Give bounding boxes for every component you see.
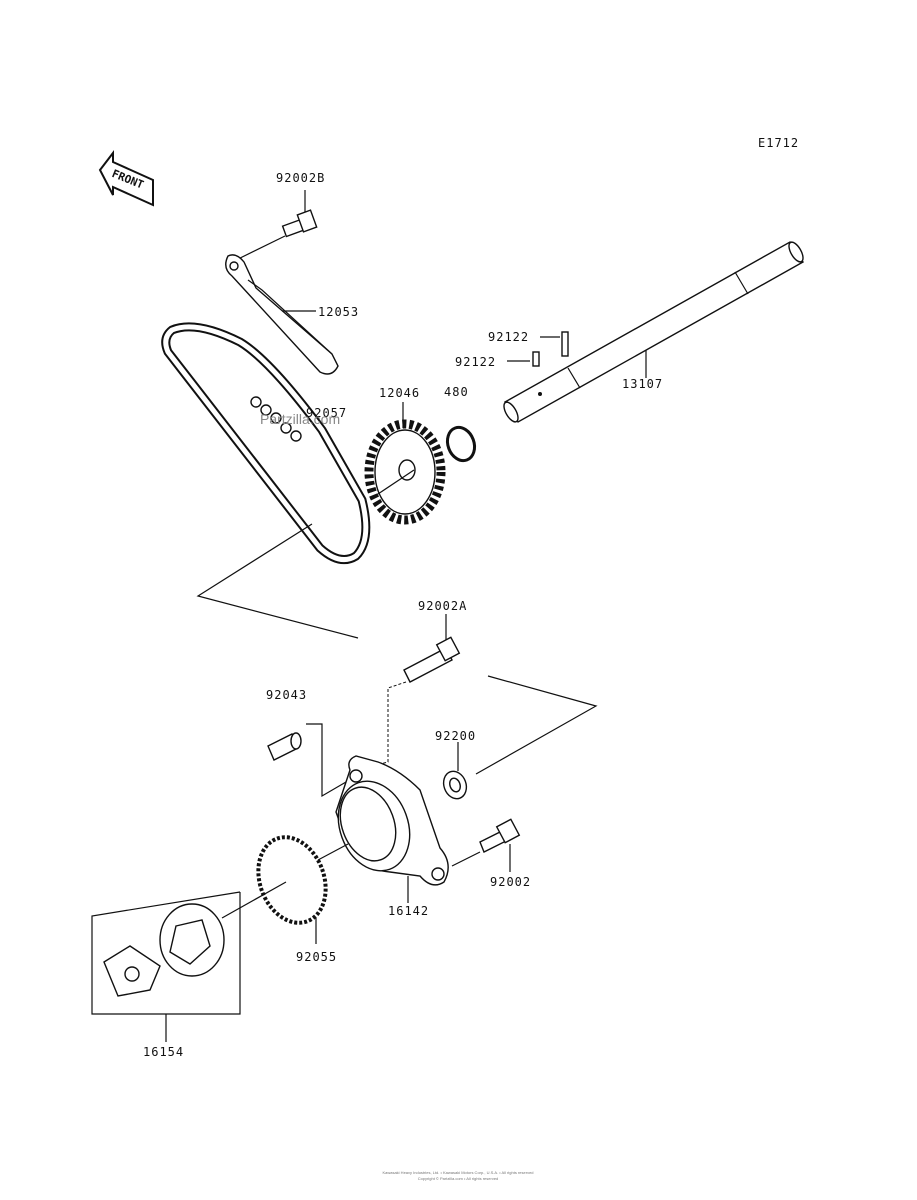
chain-link-92057-icon [250,396,302,442]
chain-guide-12053-icon [225,254,339,375]
label-92057: 92057 [306,406,347,420]
pin-92122-icon [507,331,569,367]
o-ring-92055-icon [256,835,349,944]
label-16142: 16142 [388,904,429,918]
label-92002B: 92002B [276,171,325,185]
bolt-92002A-icon [357,614,461,771]
label-92002: 92002 [490,875,531,889]
watermark-text: Partzilla.com [260,411,340,427]
diagram-code: E1712 [758,136,799,150]
dowel-92043-icon [267,723,347,798]
pump-housing-16142-icon [335,755,449,903]
leader-line [475,675,598,775]
label-16154: 16154 [143,1045,184,1059]
circlip-480-icon [445,425,477,463]
label-92122-a: 92122 [488,330,529,344]
front-arrow-icon: FRONT [98,150,154,207]
leader-line [196,523,359,639]
bolt-92002B-icon [231,190,318,263]
label-480: 480 [444,385,469,399]
rotor-16154-icon [91,881,287,1042]
label-12046: 12046 [379,386,420,400]
label-92055: 92055 [296,950,337,964]
footer-line-1: Kawasaki Heavy Industries, Ltd. • Kawasa… [382,1170,533,1175]
footer-line-2: Copyright © Partzilla.com • All rights r… [418,1176,499,1181]
label-12053: 12053 [318,305,359,319]
label-92002A: 92002A [418,599,467,613]
label-92200: 92200 [435,729,476,743]
chain-loop-icon [161,322,371,565]
label-13107: 13107 [622,377,663,391]
label-92043: 92043 [266,688,307,702]
shaft-13107-icon [503,241,804,423]
bolt-92002-icon [451,818,521,872]
washer-92200-icon [442,742,468,800]
label-92122-b: 92122 [455,355,496,369]
sprocket-12046-icon [364,402,446,525]
